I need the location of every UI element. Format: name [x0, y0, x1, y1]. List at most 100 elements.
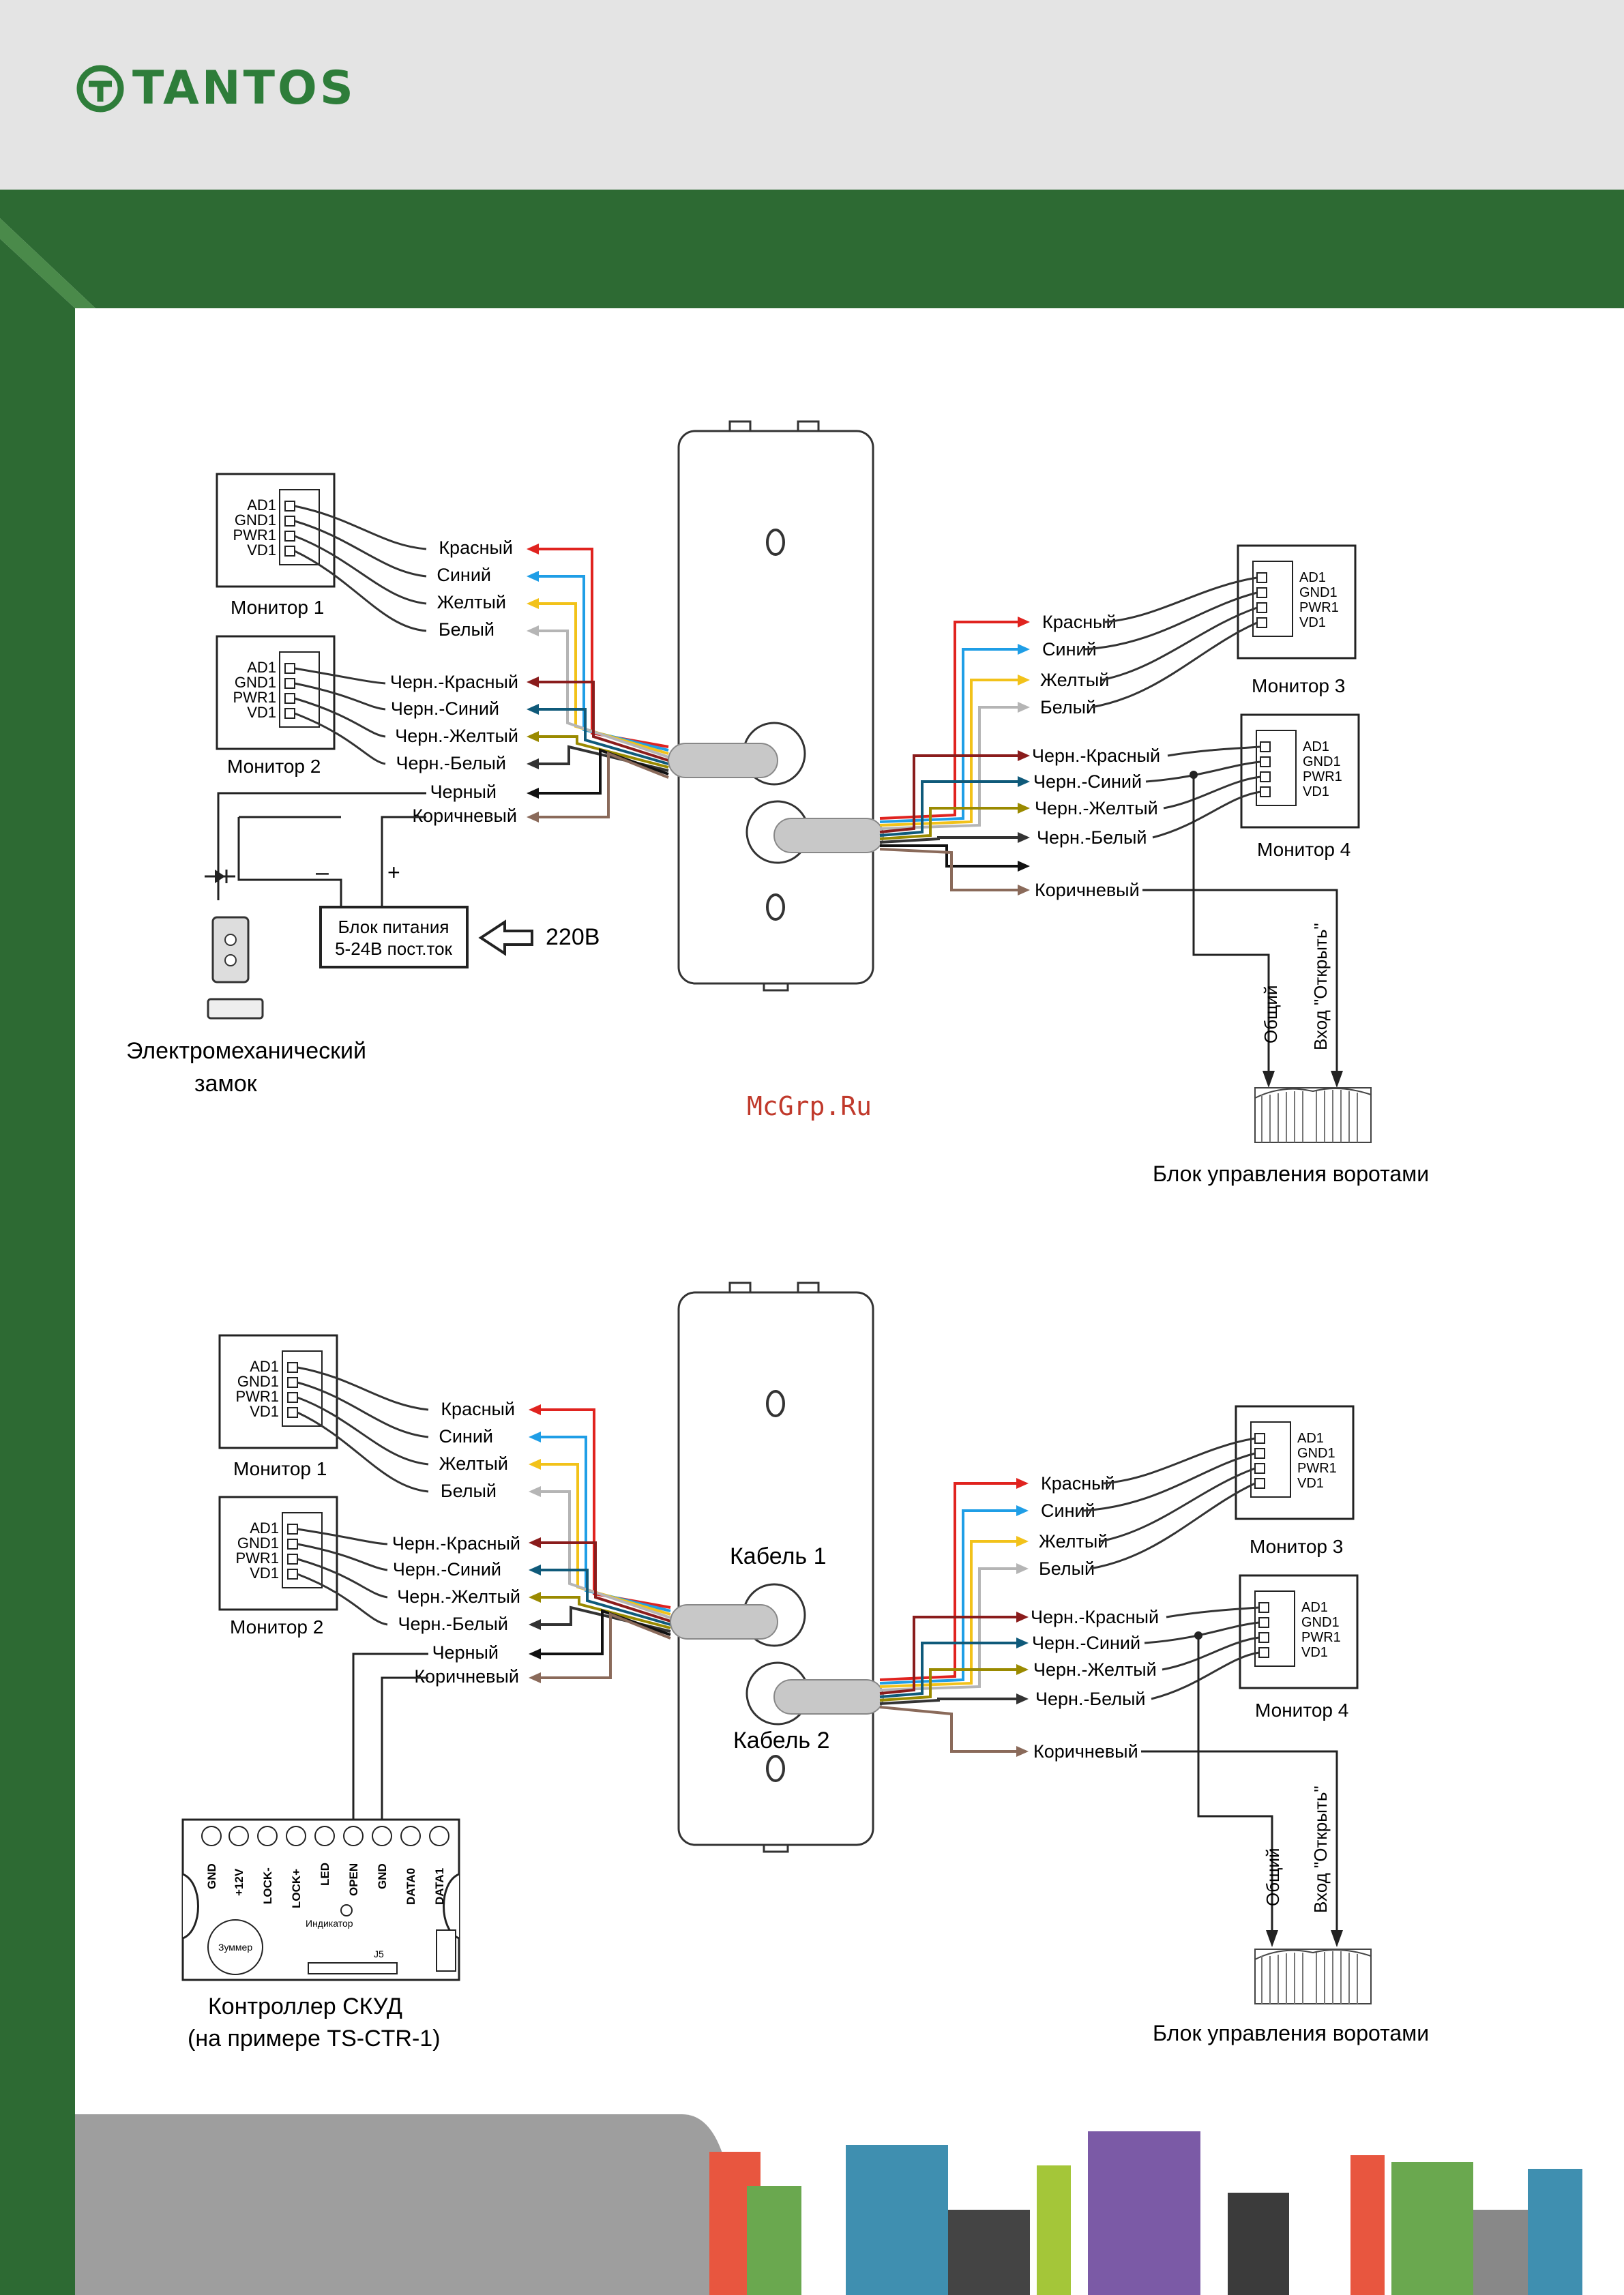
monitor-wires-right — [1082, 1437, 1260, 1700]
right-arrowheads — [1018, 617, 1030, 895]
monitor-3-block: AD1 GND1 PWR1 VD1 — [1235, 1405, 1355, 1520]
monitor-2-label: Монитор 2 — [227, 756, 321, 777]
monitor-pin-label: GND1 — [1297, 1446, 1335, 1461]
monitor-1-block: AD1 GND1 PWR1 VD1 — [216, 473, 336, 588]
wire-label: Черн.-Желтый — [1035, 798, 1158, 818]
monitor-wires-left — [294, 505, 427, 765]
wire-label: Желтый — [437, 592, 506, 612]
monitor-pin-label: PWR1 — [1303, 769, 1342, 784]
monitor-pin-label: AD1 — [247, 497, 276, 514]
right-wire-labels: Красный Синий Желтый Белый Черн.-Красный… — [1032, 612, 1160, 900]
reader-device-2 — [670, 1282, 884, 1853]
right-arrowheads — [1016, 1478, 1029, 1757]
monitor-pin-label: GND1 — [235, 512, 276, 529]
terminal-label: GND — [205, 1863, 218, 1889]
wire-label: Желтый — [439, 1453, 508, 1474]
minus-label: – — [316, 859, 329, 885]
wire-label: Красный — [1041, 1473, 1115, 1494]
monitor-wires-right — [1084, 576, 1261, 839]
plus-label: + — [387, 860, 400, 885]
left-cable-wires — [533, 1408, 671, 1679]
wire-label: Черн.-Красный — [390, 672, 518, 692]
left-wire-labels: Красный Синий Желтый Белый Черн.-Красный… — [392, 1399, 520, 1687]
brand-name: TANTOS — [132, 61, 356, 115]
arrow-left-icon — [478, 919, 533, 956]
monitor-pin-label: GND1 — [1301, 1615, 1340, 1630]
monitor-2-block: AD1 GND1 PWR1 VD1 — [218, 1496, 338, 1611]
gate-common-label: Общий — [1260, 985, 1281, 1043]
right-cable-wires — [879, 1482, 1022, 1753]
diode-icon — [205, 870, 235, 883]
wire-label: Черн.-Красный — [392, 1533, 520, 1554]
monitor-pin-label: PWR1 — [1301, 1630, 1341, 1645]
wire-label: Черн.-Белый — [1035, 1689, 1146, 1709]
monitor-2-label: Монитор 2 — [230, 1616, 323, 1638]
wire-label: Черн.-Красный — [1031, 1607, 1159, 1627]
wire-label: Черн.-Красный — [1032, 745, 1160, 766]
lock-label-line2: замок — [194, 1071, 258, 1097]
indicator-led-icon — [340, 1904, 353, 1916]
terminal-label: DATA0 — [404, 1868, 417, 1905]
monitor-pin-label: VD1 — [1303, 784, 1329, 799]
wire-label: Синий — [437, 565, 491, 585]
monitor-pin-label: PWR1 — [233, 689, 276, 706]
gate-icon — [1254, 1087, 1372, 1143]
tantos-logo-icon — [76, 65, 124, 112]
cable-2-label: Кабель 2 — [733, 1728, 830, 1753]
wire-label: Коричневый — [1033, 1741, 1138, 1762]
junction-dot — [1194, 1631, 1202, 1640]
wire-label: Синий — [439, 1426, 493, 1447]
monitor-pin-label: VD1 — [1301, 1645, 1328, 1660]
wire-label: Черн.-Синий — [1033, 771, 1142, 792]
power-block: Блок питания 5-24В пост.ток — [319, 906, 469, 968]
power-wires — [217, 792, 426, 907]
terminal-label: OPEN — [347, 1863, 360, 1896]
wire-label: Желтый — [1039, 1531, 1108, 1552]
wire-label: Черн.-Желтый — [395, 726, 518, 746]
terminal-label: +12V — [233, 1868, 246, 1896]
gate-open-label: Вход "Открыть" — [1310, 1786, 1331, 1913]
arrow-icon — [1266, 1930, 1278, 1947]
wire-label: Черн.-Синий — [1032, 1633, 1140, 1653]
wire-label: Коричневый — [412, 805, 517, 826]
monitor-pin-label: PWR1 — [235, 1388, 279, 1405]
wire-label: Черный — [432, 1642, 499, 1663]
monitor-pin-label: VD1 — [250, 1403, 279, 1420]
controller-label-line2: (на примере TS-CTR-1) — [188, 2026, 441, 2052]
monitor-3-block: AD1 GND1 PWR1 VD1 — [1237, 544, 1357, 660]
gate-common-label: Общий — [1263, 1848, 1283, 1906]
wire-label: Черн.-Желтый — [1033, 1659, 1157, 1680]
gate-block-label: Блок управления воротами — [1153, 2021, 1429, 2045]
arrow-icon — [1263, 1071, 1275, 1088]
monitor-pin-label: GND1 — [237, 1373, 279, 1390]
wire-label: Красный — [1042, 612, 1117, 632]
wire-label: Черный — [430, 782, 497, 802]
terminal-label: LOCK- — [261, 1867, 274, 1904]
left-arrowheads — [527, 544, 539, 823]
mains-label: 220В — [546, 924, 600, 950]
wire-label: Черн.-Белый — [396, 753, 506, 773]
cable-1-label: Кабель 1 — [730, 1543, 827, 1569]
controller-jumper-label: J5 — [374, 1949, 384, 1959]
monitor-pin-label: VD1 — [247, 542, 276, 559]
buzzer-icon — [207, 1919, 263, 1975]
monitor-pin-label: PWR1 — [233, 527, 276, 544]
controller-buzzer-label: Зуммер — [218, 1942, 252, 1953]
wire-label: Белый — [1040, 697, 1096, 717]
monitor-pin-label: AD1 — [1301, 1600, 1328, 1615]
wire-label: Коричневый — [414, 1666, 519, 1687]
reader-device-1 — [668, 420, 884, 992]
gate-icon — [1254, 1949, 1372, 2004]
arrow-icon — [1331, 1071, 1343, 1088]
monitor-pin-label: VD1 — [247, 704, 276, 721]
wire-label: Черн.-Синий — [391, 698, 499, 719]
power-block-line1: Блок питания — [338, 917, 449, 937]
controller-label-line1: Контроллер СКУД — [208, 1994, 402, 2019]
terminal-label: DATA1 — [433, 1868, 446, 1905]
wire-label: Желтый — [1040, 670, 1109, 690]
pin-header-icon — [308, 1962, 398, 1974]
monitor-3-label: Монитор 3 — [1252, 675, 1345, 696]
gate-wires — [1142, 775, 1338, 1078]
